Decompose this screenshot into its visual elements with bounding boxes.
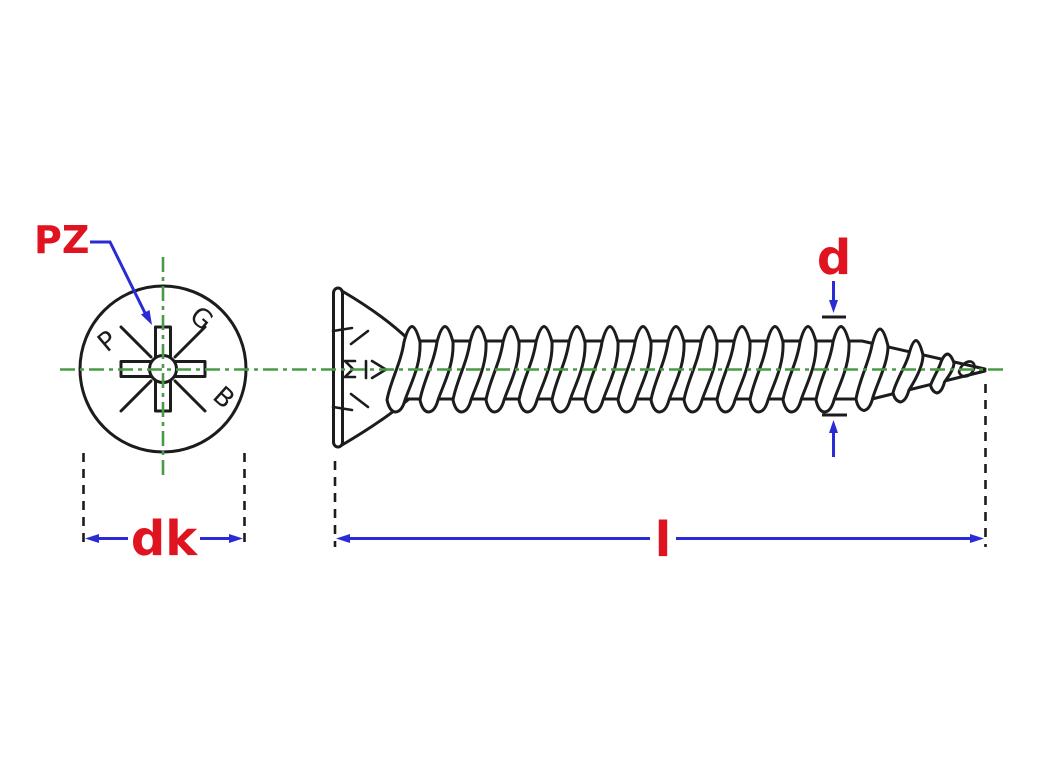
dimension-l: l xyxy=(333,384,987,568)
pz-leader-arrowhead xyxy=(141,310,152,325)
thread-flight xyxy=(891,339,925,404)
pz-label: PZ xyxy=(34,218,89,262)
l-arrowhead-left xyxy=(336,534,350,543)
screw-head-side xyxy=(331,286,411,449)
head-inner-diagonals xyxy=(349,329,370,409)
dk-label: dk xyxy=(131,511,198,567)
d-label: d xyxy=(817,230,851,286)
d-arrowhead-top xyxy=(829,300,838,313)
head-face xyxy=(332,286,344,449)
pz-leader-line xyxy=(90,240,148,316)
dk-arrowhead-left xyxy=(85,534,99,543)
head-face-ticks xyxy=(331,326,354,412)
dimension-dk: dk xyxy=(82,453,246,567)
d-arrowhead-bottom xyxy=(829,420,838,433)
pozidriv-diagonal-marks xyxy=(119,325,207,413)
dk-arrowhead-right xyxy=(229,534,243,543)
front-view-head: P G B xyxy=(78,284,248,454)
l-label: l xyxy=(655,512,671,568)
tip-thread-curl xyxy=(957,360,976,378)
side-view-screw xyxy=(331,286,987,449)
l-arrowhead-right xyxy=(970,534,984,543)
center-axes xyxy=(60,257,1008,480)
thread-flight xyxy=(929,352,956,395)
head-cone-top-edge xyxy=(340,289,411,342)
dimension-d: d xyxy=(817,230,851,457)
pz-callout: PZ xyxy=(34,218,152,325)
